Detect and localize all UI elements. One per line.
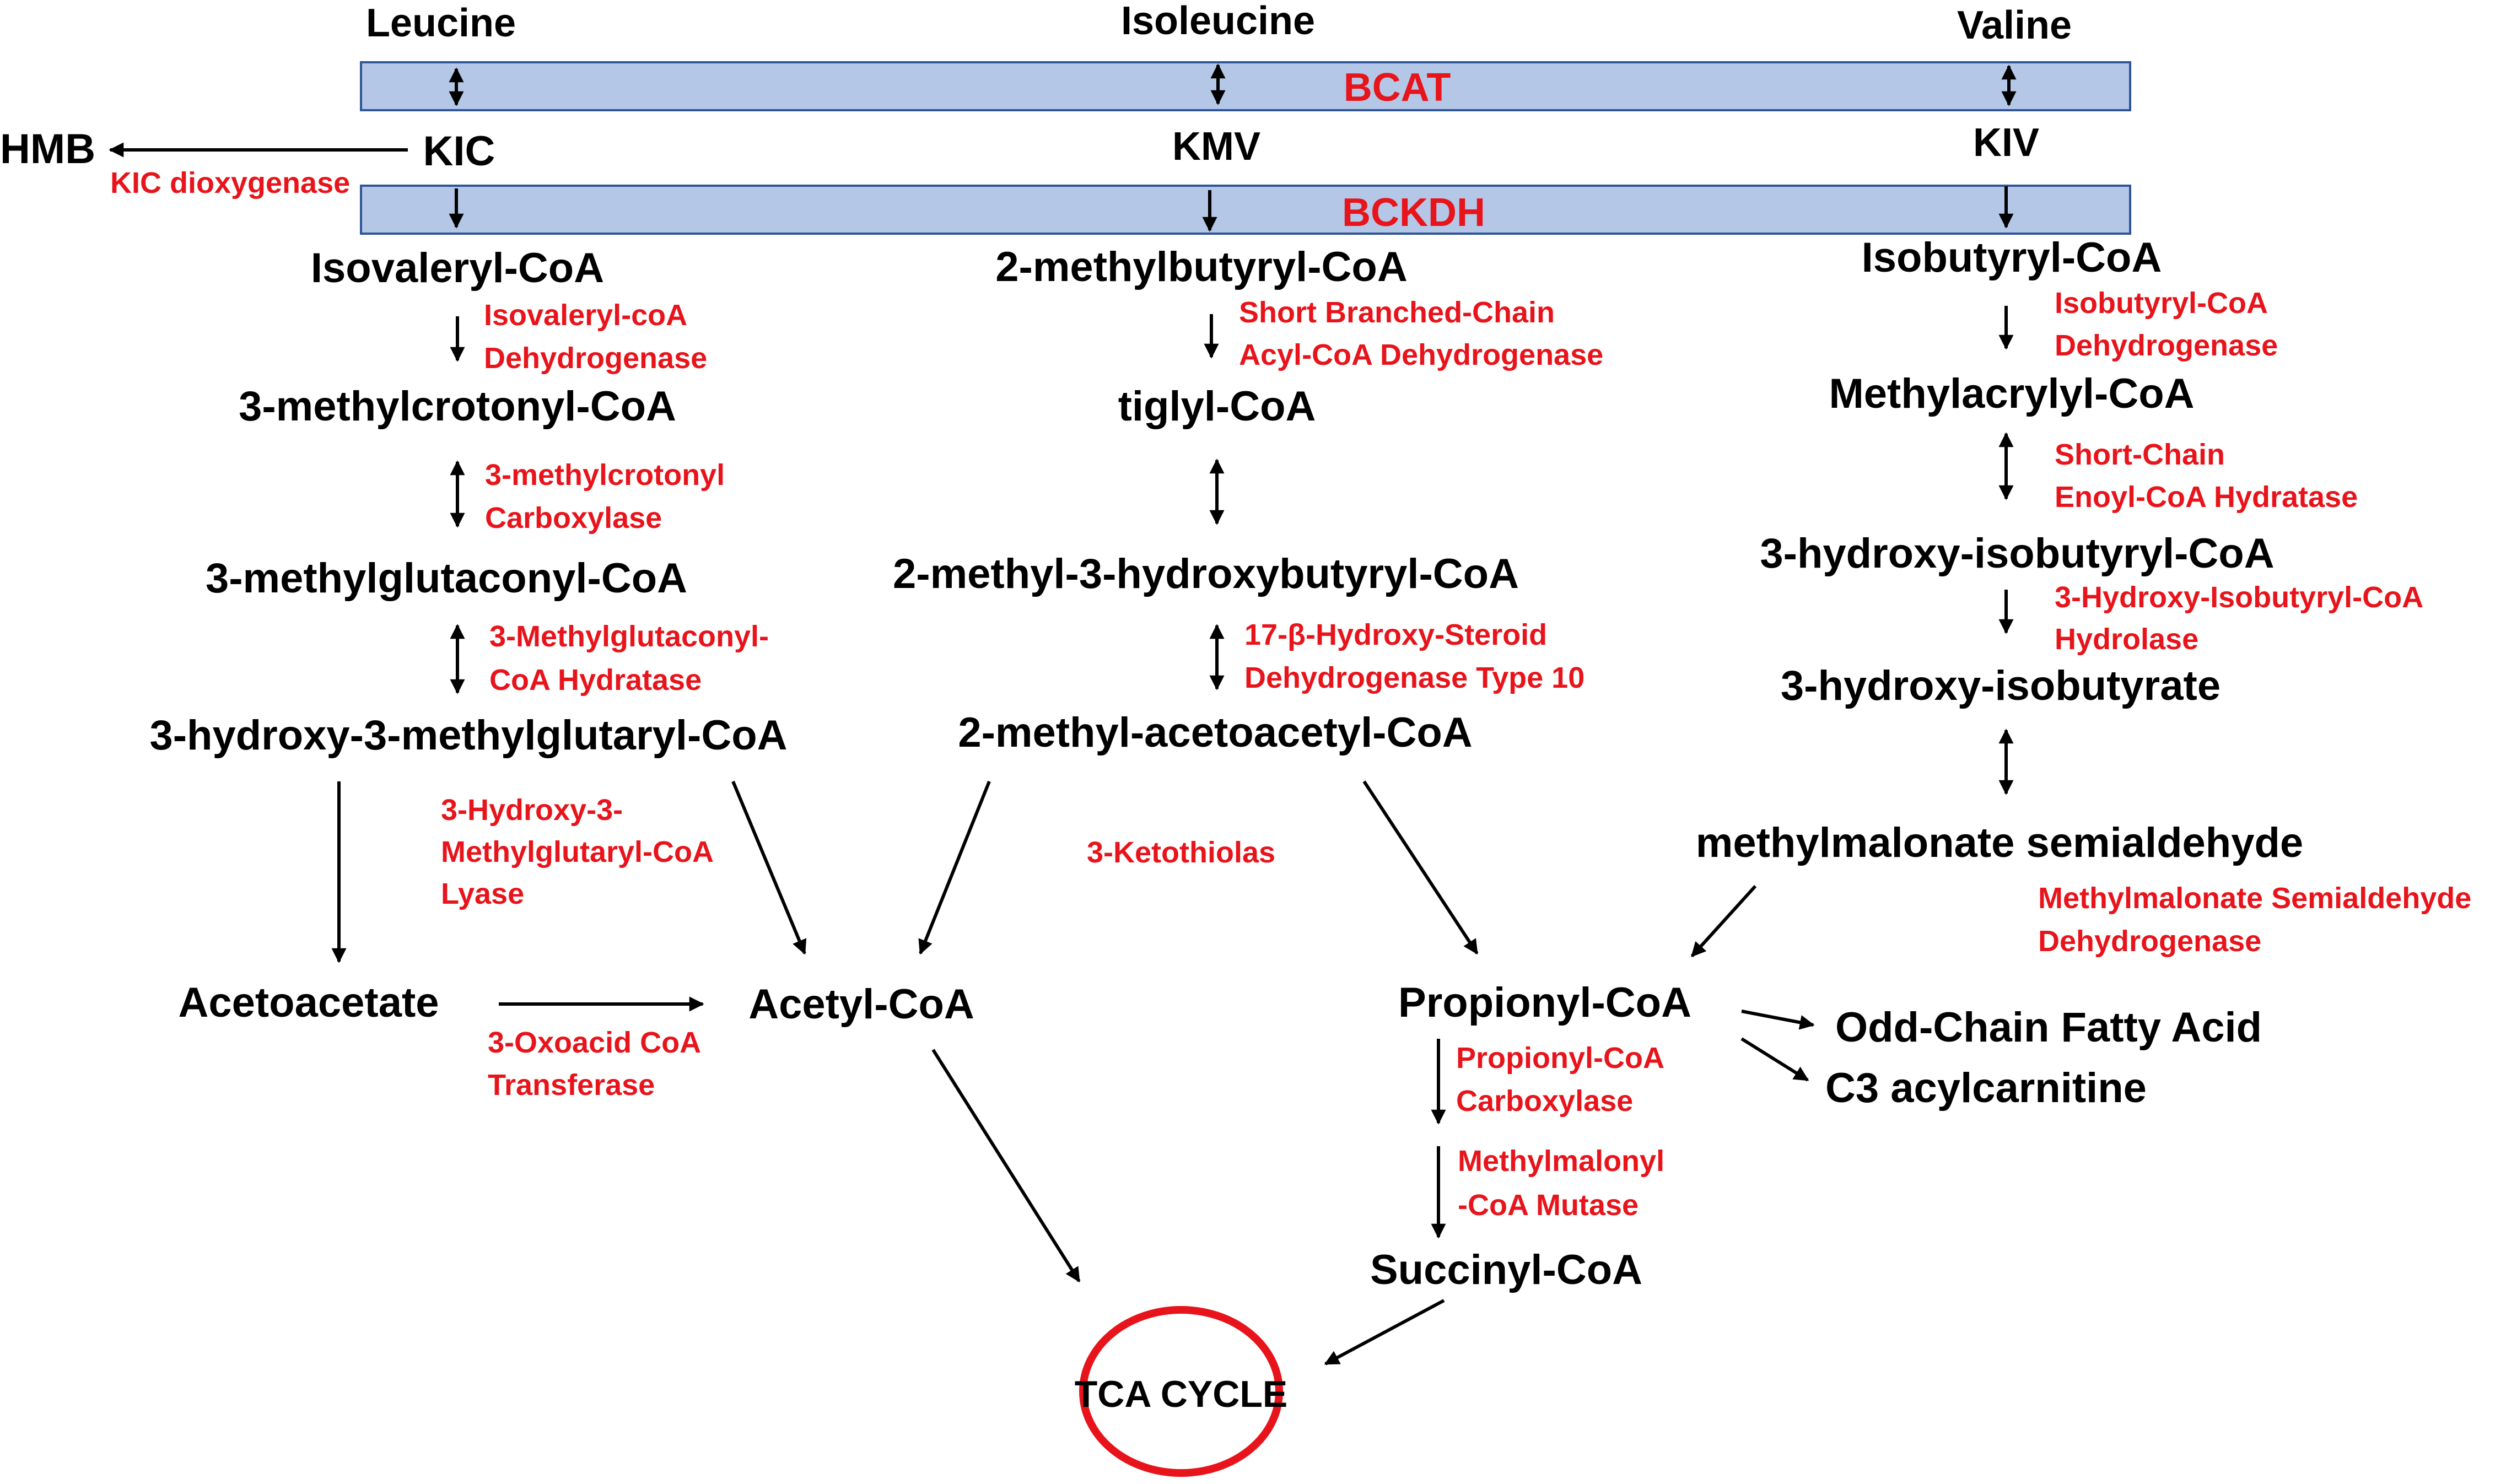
hsd10-line2: Dehydrogenase Type 10 — [1244, 661, 1585, 694]
hibch-line1: 3-Hydroxy-Isobutyryl-CoA — [2055, 581, 2423, 614]
bckdh-enzyme-bar — [360, 185, 2131, 235]
methylcrotonyl-coa-label: 3-methylcrotonyl-CoA — [239, 383, 676, 430]
methylbutyryl-coa-label: 2-methylbutyryl-CoA — [995, 244, 1407, 290]
methylglutaconyl-hydratase-line1: 3-Methylglutaconyl- — [489, 620, 769, 653]
isobutyryl-dehydrogenase-line2: Dehydrogenase — [2055, 329, 2278, 362]
echs1-line1: Short-Chain — [2055, 438, 2225, 471]
propionyl-to-oddchain-arrow — [1741, 1010, 1815, 1030]
hydroxyisobutyryl-coa-label: 3-hydroxy-isobutyryl-CoA — [1760, 530, 2274, 577]
isobutyryl-coa-label: Isobutyryl-CoA — [1862, 234, 2162, 281]
kic-label: KIC — [423, 128, 495, 175]
methylmalonate-semialdehyde-label: methylmalonate semialdehyde — [1696, 819, 2303, 866]
succinyl-coa-label: Succinyl-CoA — [1370, 1246, 1642, 1293]
bckdh-label: BCKDH — [1342, 191, 1485, 235]
sbcad-line1: Short Branched-Chain — [1239, 296, 1555, 329]
sbcad-line2: Acyl-CoA Dehydrogenase — [1239, 338, 1603, 371]
acetoacetyl-to-propionylcoa-arrow — [1362, 780, 1479, 955]
mcm-line1: Methylmalonyl — [1458, 1145, 1664, 1178]
semialdehyde-to-propionylcoa-arrow — [1690, 884, 1757, 958]
methylacrylyl-coa-label: Methylacrylyl-CoA — [1829, 370, 2194, 417]
isoleucine-label: Isoleucine — [1121, 0, 1315, 43]
methylcrotonyl-carboxylase-line2: Carboxylase — [485, 501, 662, 535]
hmg-lyase-line1: 3-Hydroxy-3- — [441, 794, 623, 827]
kic-dioxygenase-label: KIC dioxygenase — [110, 166, 350, 199]
succinyl-to-tca-arrow — [1324, 1299, 1445, 1366]
isovaleryl-coa-label: Isovaleryl-CoA — [311, 245, 604, 292]
hmg-coa-label: 3-hydroxy-3-methylglutaryl-CoA — [149, 712, 787, 759]
acetylcoa-to-tca-arrow — [931, 1049, 1081, 1283]
c3-acylcarnitine-label: C3 acylcarnitine — [1825, 1065, 2147, 1111]
ketothiolase-label: 3-Ketothiolas — [1087, 836, 1275, 869]
leucine-label: Leucine — [366, 1, 516, 45]
hmg-lyase-line2: Methylglutaryl-CoA — [441, 835, 714, 868]
acetyl-coa-label: Acetyl-CoA — [748, 981, 974, 1028]
oxoacid-transferase-line1: 3-Oxoacid CoA — [488, 1026, 701, 1059]
acetoacetyl-coa-label: 2-methyl-acetoacetyl-CoA — [958, 709, 1472, 756]
odd-chain-fatty-acid-label: Odd-Chain Fatty Acid — [1835, 1004, 2262, 1051]
oxoacid-transferase-line2: Transferase — [488, 1069, 655, 1102]
echs1-line2: Enoyl-CoA Hydratase — [2055, 481, 2358, 514]
tiglyl-coa-label: tiglyl-CoA — [1118, 383, 1316, 430]
bcat-label: BCAT — [1344, 66, 1451, 110]
hibch-line2: Hydrolase — [2055, 623, 2198, 656]
propionyl-to-c3-arrow — [1740, 1037, 1809, 1082]
hydroxybutyryl-coa-label: 2-methyl-3-hydroxybutyryl-CoA — [893, 551, 1519, 597]
mmsdh-line1: Methylmalonate Semialdehyde — [2038, 882, 2471, 915]
acetoacetate-label: Acetoacetate — [178, 979, 439, 1026]
hydroxyisobutyrate-label: 3-hydroxy-isobutyrate — [1781, 662, 2221, 709]
tca-cycle-label: TCA CYCLE — [1075, 1373, 1288, 1415]
methylglutaconyl-coa-label: 3-methylglutaconyl-CoA — [206, 555, 687, 602]
tca-cycle-ring — [1079, 1306, 1283, 1477]
acetoacetyl-to-acetylcoa-arrow — [918, 780, 991, 955]
pcc-line1: Propionyl-CoA — [1456, 1042, 1664, 1075]
kmv-label: KMV — [1172, 125, 1260, 169]
hsd10-line1: 17-β-Hydroxy-Steroid — [1244, 618, 1547, 651]
hmg-to-acetylcoa-arrow — [731, 780, 807, 955]
hmg-lyase-line3: Lyase — [441, 877, 524, 910]
isovaleryl-dehydrogenase-line1: Isovaleryl-coA — [484, 299, 687, 332]
isobutyryl-dehydrogenase-line1: Isobutyryl-CoA — [2055, 287, 2268, 320]
mcm-line2: -CoA Mutase — [1458, 1189, 1639, 1222]
methylglutaconyl-hydratase-line2: CoA Hydratase — [489, 663, 702, 697]
valine-label: Valine — [1957, 3, 2072, 47]
methylcrotonyl-carboxylase-line1: 3-methylcrotonyl — [485, 458, 725, 492]
isovaleryl-dehydrogenase-line2: Dehydrogenase — [484, 342, 707, 375]
pcc-line2: Carboxylase — [1456, 1084, 1633, 1118]
bcat-enzyme-bar — [360, 61, 2131, 111]
propionyl-coa-label: Propionyl-CoA — [1398, 979, 1691, 1026]
mmsdh-line2: Dehydrogenase — [2038, 925, 2261, 958]
kiv-label: KIV — [1973, 121, 2039, 165]
hmb-label: HMB — [0, 126, 95, 172]
